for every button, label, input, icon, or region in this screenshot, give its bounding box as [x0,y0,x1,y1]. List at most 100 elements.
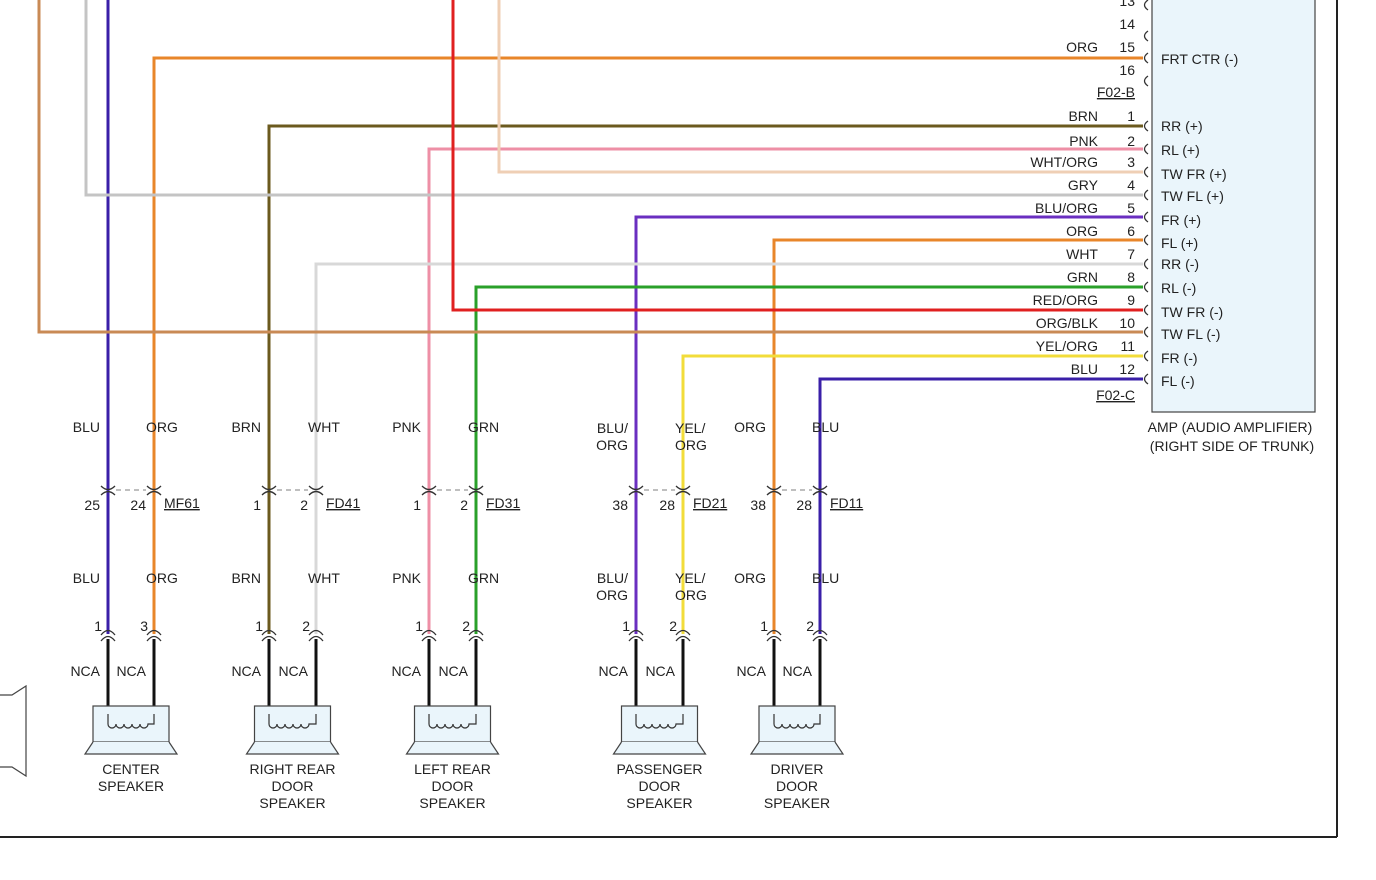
amp-pin-number: 9 [1127,292,1135,308]
speaker-terminal [468,629,484,636]
amp-terminal-c6 [1143,234,1149,246]
wire-rr-plus-brn [267,124,1143,490]
amp-pin-number: 7 [1127,246,1135,262]
inline-connector-label: MF61 [164,495,200,511]
wire-label-bottom: ORG [596,587,628,603]
speaker-terminal [812,635,828,642]
nca-label: NCA [231,663,261,679]
amp-pin-function: TW FR (-) [1161,304,1223,320]
wire-label-top: BLU [73,419,100,435]
inline-connector-terminal [675,485,691,491]
nca-label: NCA [782,663,812,679]
amp-terminal-c10 [1143,326,1149,338]
inline-connector-pin: 1 [413,497,421,513]
inline-connector-terminal [308,490,324,496]
amp-pin-number: 16 [1119,62,1135,78]
wire-label-bottom: YEL/ [675,570,705,586]
amp-terminal-b16 [1143,75,1149,87]
speaker-name: CENTER [102,761,160,777]
nca-label: NCA [438,663,468,679]
wire-label-bottom: ORG [675,587,707,603]
amp-wire-color-label: ORG/BLK [1036,315,1099,331]
speaker-cone [83,741,179,755]
speaker-name: DRIVER [771,761,824,777]
speaker-cone [405,741,500,755]
inline-connector-pin: 2 [460,497,468,513]
wire-label-top: ORG [675,437,707,453]
wire-label-top: BLU/ [597,420,628,436]
amp-pin-number: 6 [1127,223,1135,239]
wire-label-top: ORG [734,419,766,435]
inline-connector-terminal [628,490,644,496]
nca-label: NCA [645,663,675,679]
speaker-name: SPEAKER [626,795,692,811]
amp-wire-color-label: BLU/ORG [1035,200,1098,216]
speaker-name: RIGHT REAR [249,761,335,777]
inline-connector-pin: 25 [84,497,100,513]
inline-connector-terminal [468,485,484,491]
nca-label: NCA [70,663,100,679]
amp-terminal-c3 [1143,166,1149,178]
wire-label-top: BRN [231,419,261,435]
inline-connector-terminal [421,490,437,496]
amp-pin-function: FRT CTR (-) [1161,51,1238,67]
inline-connector-pin: 2 [300,497,308,513]
wire-label-top: YEL/ [675,420,705,436]
amp-wire-color-label: PNK [1069,133,1098,149]
wire-rl-plus-pnk [427,147,1143,490]
amp-pin-number: 2 [1127,133,1135,149]
wire-label-bottom: ORG [146,570,178,586]
amp-pin-number: 8 [1127,269,1135,285]
amp-pin-number: 5 [1127,200,1135,216]
inline-connector-pin: 1 [253,497,261,513]
speaker-cone [612,741,707,755]
wire-label-bottom: PNK [392,570,421,586]
nca-label: NCA [116,663,146,679]
inline-connector-terminal [100,485,116,491]
inline-connector-pin: 38 [612,497,628,513]
wire-rl-minus-grn [474,285,1143,490]
amp-pin-number: 13 [1119,0,1135,9]
speaker-pin-number: 3 [140,618,148,634]
inline-connector-terminal [146,490,162,496]
wire-label-top: ORG [146,419,178,435]
inline-connector-terminal [468,490,484,496]
speaker-terminal [766,635,782,642]
amp-terminal-group [1143,0,1149,385]
amp-terminal-b14 [1143,30,1149,42]
amp-pin-number: 11 [1120,338,1135,354]
amp-terminal-c5 [1143,211,1149,223]
speaker-terminal [261,635,277,642]
speaker-coil [107,714,155,729]
speaker-name: SPEAKER [98,778,164,794]
speaker-pin-number: 2 [669,618,677,634]
wire-label-top: GRN [468,419,499,435]
amp-terminal-c8 [1143,281,1149,293]
amp-terminal-b15 [1143,52,1149,64]
amp-pin-function: FL (-) [1161,373,1195,389]
amp-pin-number: 14 [1119,16,1135,32]
speaker-terminal [308,635,324,642]
wire-rr-minus-wht [314,262,1143,490]
amp-wire-color-label: WHT/ORG [1030,154,1098,170]
amp-pin-function: RL (+) [1161,142,1200,158]
amp-terminal-c4 [1143,189,1149,201]
inline-connector-terminal [628,485,644,491]
speaker-name: SPEAKER [419,795,485,811]
inline-connector-terminal [308,485,324,491]
speaker-pin-number: 2 [462,618,470,634]
wire-fr-minus-yel-org [681,354,1143,490]
speaker-name: PASSENGER [616,761,702,777]
amp-name-line1: AMP (AUDIO AMPLIFIER) [1148,419,1313,435]
wire-tw-fr-minus-red-org [451,0,1143,312]
wire-fr-plus-blu-org [634,215,1143,490]
wire-label-bottom: BLU/ [597,570,628,586]
amp-terminal-c7 [1143,258,1149,270]
amp-connector-c: 1 BRN RR (+) 2 PNK RL (+) 3 WHT/ORG TW F… [1030,108,1226,403]
amp-terminal-c1 [1143,120,1149,132]
wire-label-top: WHT [308,419,340,435]
amp-pin-function: TW FL (-) [1161,326,1220,342]
amp-wire-color-label: BLU [1071,361,1098,377]
